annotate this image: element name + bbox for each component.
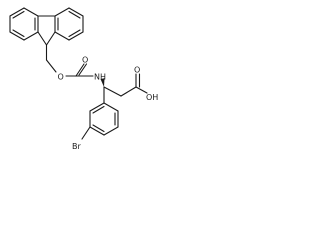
methylene-linker xyxy=(45,44,57,73)
bromine-bond xyxy=(81,126,91,140)
atom-o-carbonyl-acid: O xyxy=(134,66,140,75)
stereo-wedge-bond xyxy=(100,78,105,87)
atom-br: Br xyxy=(72,142,81,151)
carbamate-group xyxy=(65,63,94,77)
atom-oh: OH xyxy=(146,93,158,102)
atom-nh: NH xyxy=(94,73,106,82)
propanoic-acid-chain xyxy=(103,73,148,97)
fluorene-left-ring xyxy=(9,7,39,41)
bromophenyl-ring xyxy=(89,102,119,136)
chemical-structure-diagram: O O NH O OH Br xyxy=(9,7,158,151)
fluorene-right-ring xyxy=(54,7,84,41)
fluorene-five-ring xyxy=(37,15,56,46)
atom-o-ester: O xyxy=(58,73,64,82)
atom-o-carbonyl-carbamate: O xyxy=(82,56,88,65)
